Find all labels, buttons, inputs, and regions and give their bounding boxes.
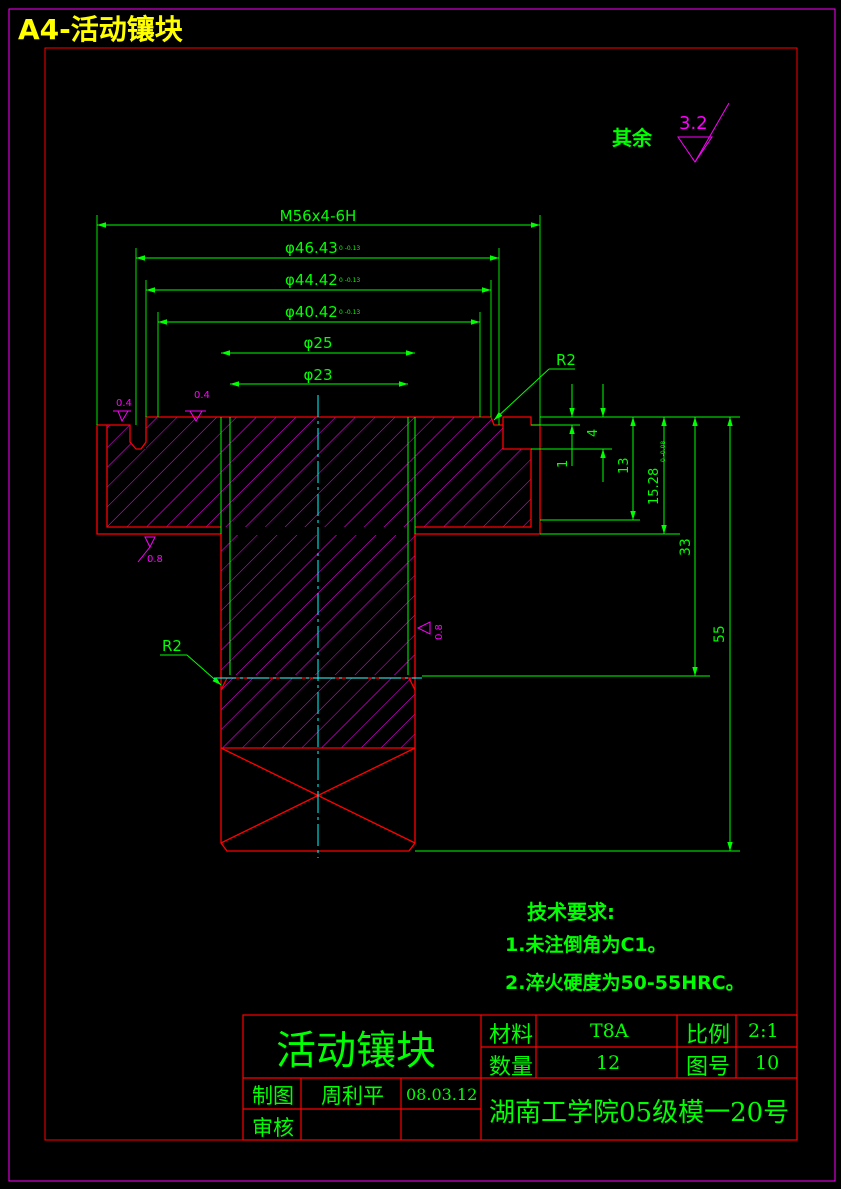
scale-label: 比例 — [686, 1023, 731, 1048]
dim-4: 4 — [586, 429, 601, 437]
dim-33: 33 — [678, 538, 694, 556]
tech-item-1: 1.未注倒角为C1。 — [505, 934, 667, 956]
dim-15: 15.28 — [647, 468, 662, 505]
thread-lines — [220, 417, 416, 675]
roughness-symbols — [113, 410, 431, 635]
part-name: 活动镶块 — [276, 1028, 436, 1074]
drawing-no-value: 10 — [755, 1052, 780, 1074]
roughness-label-a: 0.4 — [116, 398, 132, 409]
dim-thread: M56x4-6H — [280, 207, 357, 225]
dimension-lines — [97, 222, 733, 851]
dim-dia3-tol: 0 -0.13 — [339, 309, 360, 316]
dim-1: 1 — [556, 460, 571, 468]
material-label: 材料 — [489, 1023, 534, 1048]
drawn-by: 周利平 — [321, 1084, 384, 1108]
dim-dia4: φ25 — [304, 334, 333, 352]
dim-dia1: φ46.43 — [285, 239, 338, 257]
checked-label: 审核 — [252, 1116, 294, 1140]
sheet-title: A4-活动镶块 — [18, 13, 183, 46]
general-roughness-symbol — [677, 102, 730, 163]
title-block-grid — [242, 1014, 798, 1141]
part-section-hatch — [107, 417, 531, 748]
roughness-general-value: 3.2 — [679, 113, 708, 134]
dim-dia2: φ44.42 — [285, 271, 338, 289]
dim-dia3: φ40.42 — [285, 303, 338, 321]
tech-item-2: 2.淬火硬度为50-55HRC。 — [505, 972, 745, 994]
tech-heading: 技术要求: — [527, 900, 615, 924]
drawn-date: 08.03.12 — [406, 1085, 478, 1104]
dim-r-left: R2 — [162, 637, 182, 655]
drawing-no-label: 图号 — [686, 1055, 731, 1080]
dim-13: 13 — [617, 457, 632, 474]
dim-55: 55 — [712, 625, 728, 643]
quantity-value: 12 — [596, 1052, 621, 1074]
school-name: 湖南工学院05级模一20号 — [489, 1098, 790, 1128]
dim-dia5: φ23 — [304, 366, 333, 384]
dim-dia2-tol: 0 -0.13 — [339, 277, 360, 284]
outer-border — [8, 8, 836, 1182]
dim-15-tol: 0 -0.08 — [660, 441, 667, 462]
extension-lines — [96, 215, 740, 852]
dim-r-top: R2 — [556, 351, 576, 369]
quantity-label: 数量 — [489, 1055, 534, 1080]
center-lines — [214, 395, 422, 858]
roughness-label-d: 0.8 — [434, 624, 445, 640]
material-value: T8A — [590, 1020, 629, 1042]
drawn-label: 制图 — [252, 1084, 294, 1108]
roughness-label-b: 0.4 — [194, 390, 210, 401]
dim-dia1-tol: 0 -0.13 — [339, 245, 360, 252]
roughness-general-label: 其余 — [612, 126, 653, 150]
roughness-label-c: 0.8 — [147, 554, 163, 565]
scale-value: 2:1 — [748, 1020, 779, 1042]
